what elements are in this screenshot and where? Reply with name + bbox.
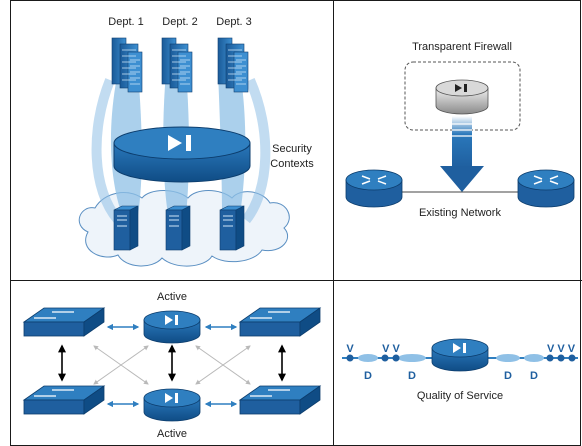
existing-network-label: Existing Network bbox=[419, 207, 501, 219]
grey-firewall-icon bbox=[435, 79, 489, 115]
firewall-appliance-icon bbox=[113, 126, 251, 183]
data-label-4: D bbox=[530, 370, 538, 382]
switch-icon-top-right bbox=[238, 307, 322, 337]
dept-2-label: Dept. 2 bbox=[162, 16, 197, 28]
server-icon-2 bbox=[165, 205, 191, 251]
building-dept-2 bbox=[161, 37, 193, 93]
data-packets bbox=[358, 354, 544, 362]
router-icon-left bbox=[345, 169, 403, 208]
panel-active-active: Active Active bbox=[22, 291, 322, 440]
transparent-firewall-title: Transparent Firewall bbox=[412, 41, 512, 53]
switch-icon-top-left bbox=[22, 307, 106, 337]
dept-1-label: Dept. 1 bbox=[108, 16, 143, 28]
building-dept-1 bbox=[111, 37, 143, 93]
building-dept-3 bbox=[217, 37, 249, 93]
active-top-label: Active bbox=[157, 291, 187, 303]
voice-label-left-single: V bbox=[346, 343, 354, 355]
quality-of-service-label: Quality of Service bbox=[417, 390, 503, 402]
panel-quality-of-service: V V V V V V D D D D Quality of Service bbox=[342, 338, 578, 402]
active-bottom-label: Active bbox=[157, 428, 187, 440]
dept-3-label: Dept. 3 bbox=[216, 16, 251, 28]
firewall-icon-active-top bbox=[143, 310, 201, 344]
server-icon-3 bbox=[219, 205, 245, 251]
voice-packets bbox=[346, 354, 576, 362]
firewall-icon-active-bottom bbox=[143, 388, 201, 422]
switch-icon-bottom-left bbox=[22, 385, 106, 415]
beam-shaft bbox=[452, 116, 472, 168]
panel-transparent-firewall: Transparent Firewall Existing Network bbox=[345, 41, 575, 219]
data-label-1: D bbox=[364, 370, 372, 382]
router-icon-right bbox=[517, 169, 575, 208]
contexts-label: Contexts bbox=[270, 158, 314, 170]
switch-icon-bottom-right bbox=[238, 385, 322, 415]
voice-label-right-triple: V V V bbox=[547, 343, 576, 355]
down-arrow-icon bbox=[440, 166, 484, 192]
data-label-3: D bbox=[504, 370, 512, 382]
data-label-2: D bbox=[408, 370, 416, 382]
voice-label-left-double: V V bbox=[382, 343, 400, 355]
qos-firewall-icon bbox=[431, 338, 489, 372]
server-icon-1 bbox=[113, 205, 139, 251]
panel-security-contexts: Dept. 1 Dept. 2 Dept. 3 Securi bbox=[78, 16, 314, 267]
security-label: Security bbox=[272, 143, 312, 155]
